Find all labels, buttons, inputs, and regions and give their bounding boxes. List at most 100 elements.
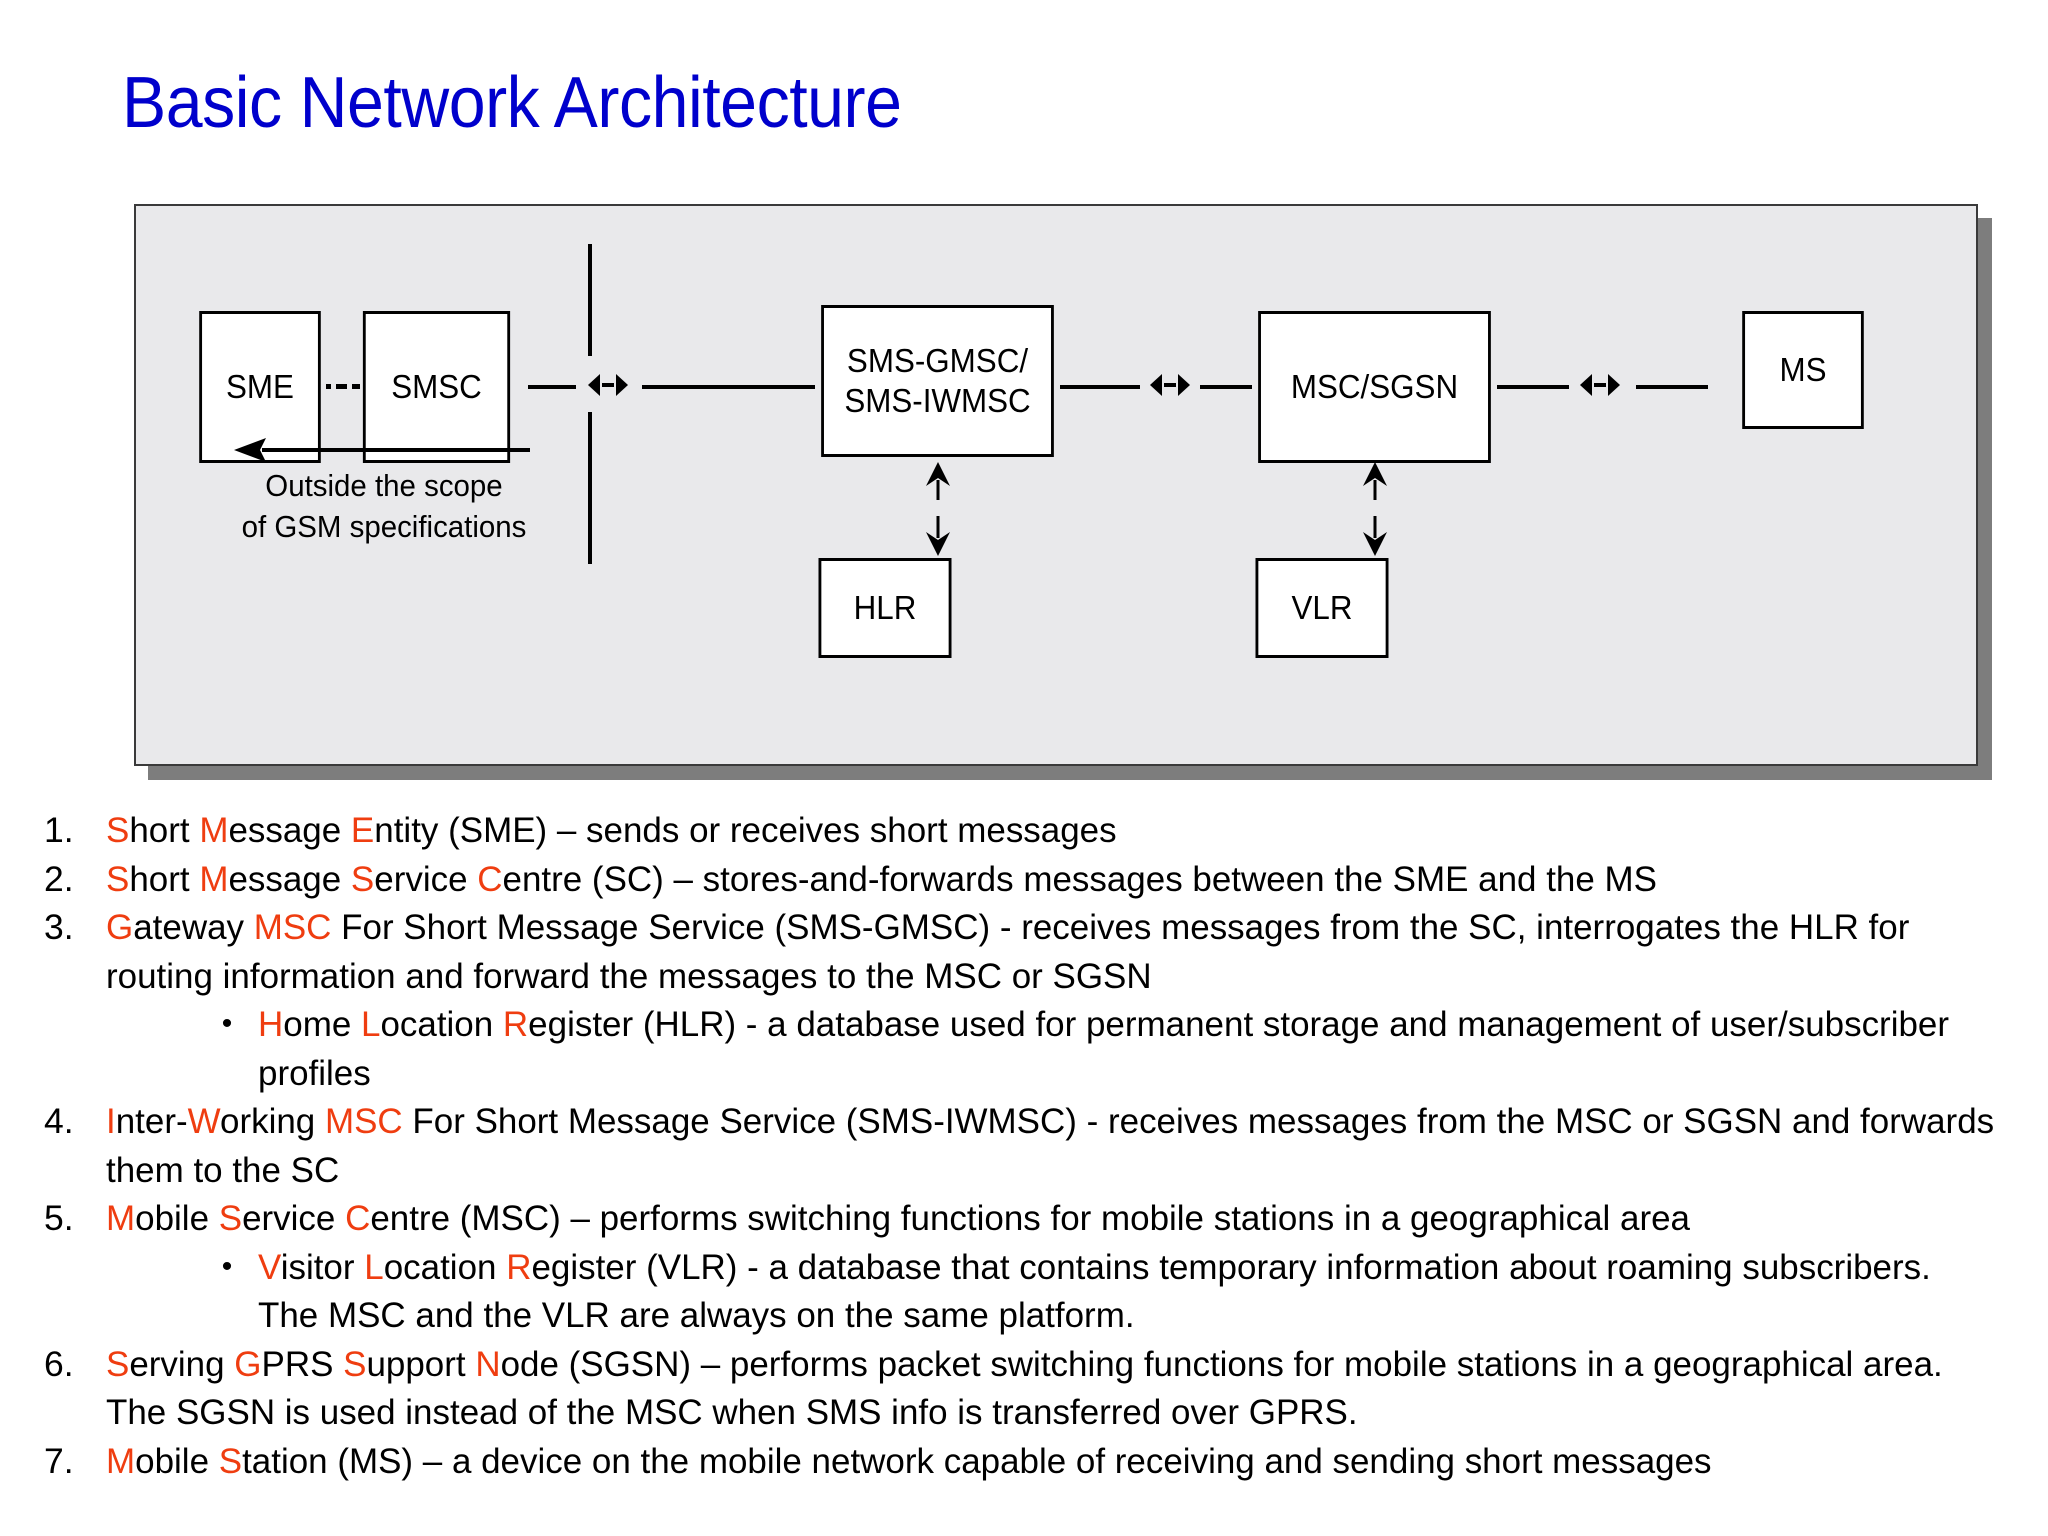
acronym-letter: V [258,1246,281,1287]
node-gmsc-label: SMS-GMSC/ SMS-IWMSC [844,341,1030,422]
interface-gmsc-msc-icon [1146,368,1194,402]
list-item: 4. Inter-Working MSC For Short Message Se… [44,1097,2024,1194]
text-run: erving [129,1343,235,1384]
acronym-letter: R [502,1004,529,1044]
outside-scope-line2: of GSM specifications [241,508,527,544]
text-run: upport [366,1343,476,1384]
acronym-letter: M [199,858,229,899]
text-run: ode (SGSN) – performs packet switching f… [106,1343,1943,1433]
text-run: ntity (SME) – sends or receives short me… [374,810,1117,850]
list-item: 7. Mobile Station (MS) – a device on the … [44,1437,2024,1486]
acronym-letter: G [234,1343,262,1384]
acronym-letter: S [218,1440,243,1481]
text-run: orking [220,1101,325,1141]
acronym-letter: S [106,1343,130,1384]
node-sms-gmsc-iwmsc[interactable]: SMS-GMSC/ SMS-IWMSC [821,305,1054,457]
diagram-canvas: SME SMSC SMS-GMSC/ SMS-IWMSC MSC/SGSN MS… [136,206,1976,764]
text-run: egister (VLR) - a database that contains… [258,1246,1931,1336]
list-item-number: 2. [44,858,74,899]
acronym-letter: S [218,1198,243,1238]
text-run: For Short Message Service (SMS-IWMSC) - … [106,1101,1995,1190]
list-item-text: Short Message Entity (SME) – sends or re… [106,806,1995,855]
acronym-letter: E [350,810,375,850]
list-item-text: Mobile Station (MS) – a device on the mo… [106,1437,1995,1486]
node-ms[interactable]: MS [1742,311,1864,429]
link-msc-to-interface3 [1497,385,1569,389]
node-gmsc-label-line2: SMS-IWMSC [844,382,1031,419]
node-hlr[interactable]: HLR [818,558,952,658]
link-gmsc-to-interface2 [1060,385,1140,389]
node-msc-sgsn[interactable]: MSC/SGSN [1258,311,1491,463]
acronym-letter: C [345,1198,371,1238]
interface-msc-ms-icon [1576,368,1624,402]
text-run: obile [135,1198,219,1238]
list-item-text: Inter-Working MSC For Short Message Serv… [106,1097,1995,1194]
acronym-letter: L [360,1004,381,1044]
node-hlr-label: HLR [853,588,917,626]
list-item-number: 1. [44,810,74,850]
text-run: ocation [380,1004,503,1044]
node-smsc[interactable]: SMSC [362,311,511,463]
network-architecture-diagram: SME SMSC SMS-GMSC/ SMS-IWMSC MSC/SGSN MS… [134,204,1978,766]
list-item: 5.Mobile Service Centre (MSC) – performs… [44,1194,2024,1243]
list-sub-bullet-marker: • [221,1007,233,1040]
scope-divider-line-top [588,244,592,356]
link-sme-smsc-dashdot [326,384,360,389]
acronym-letter: H [258,1004,284,1044]
text-run: nter- [115,1101,188,1141]
text-run: hort [129,810,200,850]
text-run: ateway [133,907,254,947]
list-sub-bullet-marker: • [221,1249,233,1283]
list-item-number: 3. [44,907,74,947]
page-title: Basic Network Architecture [122,63,902,143]
interface-smsc-gmsc-icon [584,368,632,402]
node-smsc-label: SMSC [391,367,482,405]
acronym-letter: G [106,907,134,947]
list-sub-item: •Home Location Register (HLR) - a databa… [196,1000,2024,1097]
acronym-letter: C [477,858,503,899]
text-run: obile [135,1440,219,1481]
list-item: 6.Serving GPRS Support Node (SGSN) – per… [44,1340,2024,1437]
text-run: entre (MSC) – performs switching functio… [370,1198,1690,1238]
node-msc-label: MSC/SGSN [1290,367,1459,405]
link-interface3-to-ms [1636,385,1708,389]
acronym-letter: I [106,1101,116,1141]
outside-scope-arrow [232,434,532,466]
acronym-letter: M [199,810,229,850]
scope-divider-line-bottom [588,412,592,564]
list-item-number: 4. [44,1101,74,1141]
text-run: essage [228,858,351,899]
link-gmsc-hlr [921,460,955,558]
list-item: 3.Gateway MSC For Short Message Service … [44,903,2024,1000]
node-ms-label: MS [1779,350,1827,388]
text-run: entre (SC) – stores-and-forwards message… [502,858,1657,899]
node-vlr[interactable]: VLR [1255,558,1389,658]
link-msc-vlr [1358,460,1392,558]
link-smsc-to-interface1 [528,385,576,389]
text-run: PRS [261,1343,344,1384]
node-sme[interactable]: SME [199,311,321,463]
text-run: tation (MS) – a device on the mobile net… [242,1440,1712,1481]
definitions-list: 1. Short Message Entity (SME) – sends or … [44,806,2024,1485]
list-item-text: Short Message Service Centre (SC) – stor… [106,855,1995,904]
outside-scope-label: Outside the scope of GSM specifications [205,466,562,548]
acronym-letter: R [506,1246,532,1287]
acronym-letter: N [475,1343,501,1384]
acronym-letter: M [106,1440,136,1481]
acronym-letter: W [187,1101,221,1141]
acronym-letter: S [106,810,130,850]
text-run: hort [129,858,200,899]
acronym-letter: MSC [253,907,332,947]
outside-scope-line1: Outside the scope [265,468,503,503]
acronym-letter: L [364,1246,384,1287]
list-item-number: 5. [44,1198,74,1238]
acronym-letter: M [106,1198,136,1238]
list-item-text: Serving GPRS Support Node (SGSN) – perfo… [106,1340,1995,1437]
list-item-number: 7. [44,1440,74,1481]
acronym-letter: S [106,858,130,899]
text-run: isitor [280,1246,365,1287]
node-sme-label: SME [226,367,294,405]
acronym-letter: S [343,1343,367,1384]
node-gmsc-label-line1: SMS-GMSC/ [846,341,1029,379]
list-item-text: Home Location Register (HLR) - a databas… [258,1000,1998,1097]
